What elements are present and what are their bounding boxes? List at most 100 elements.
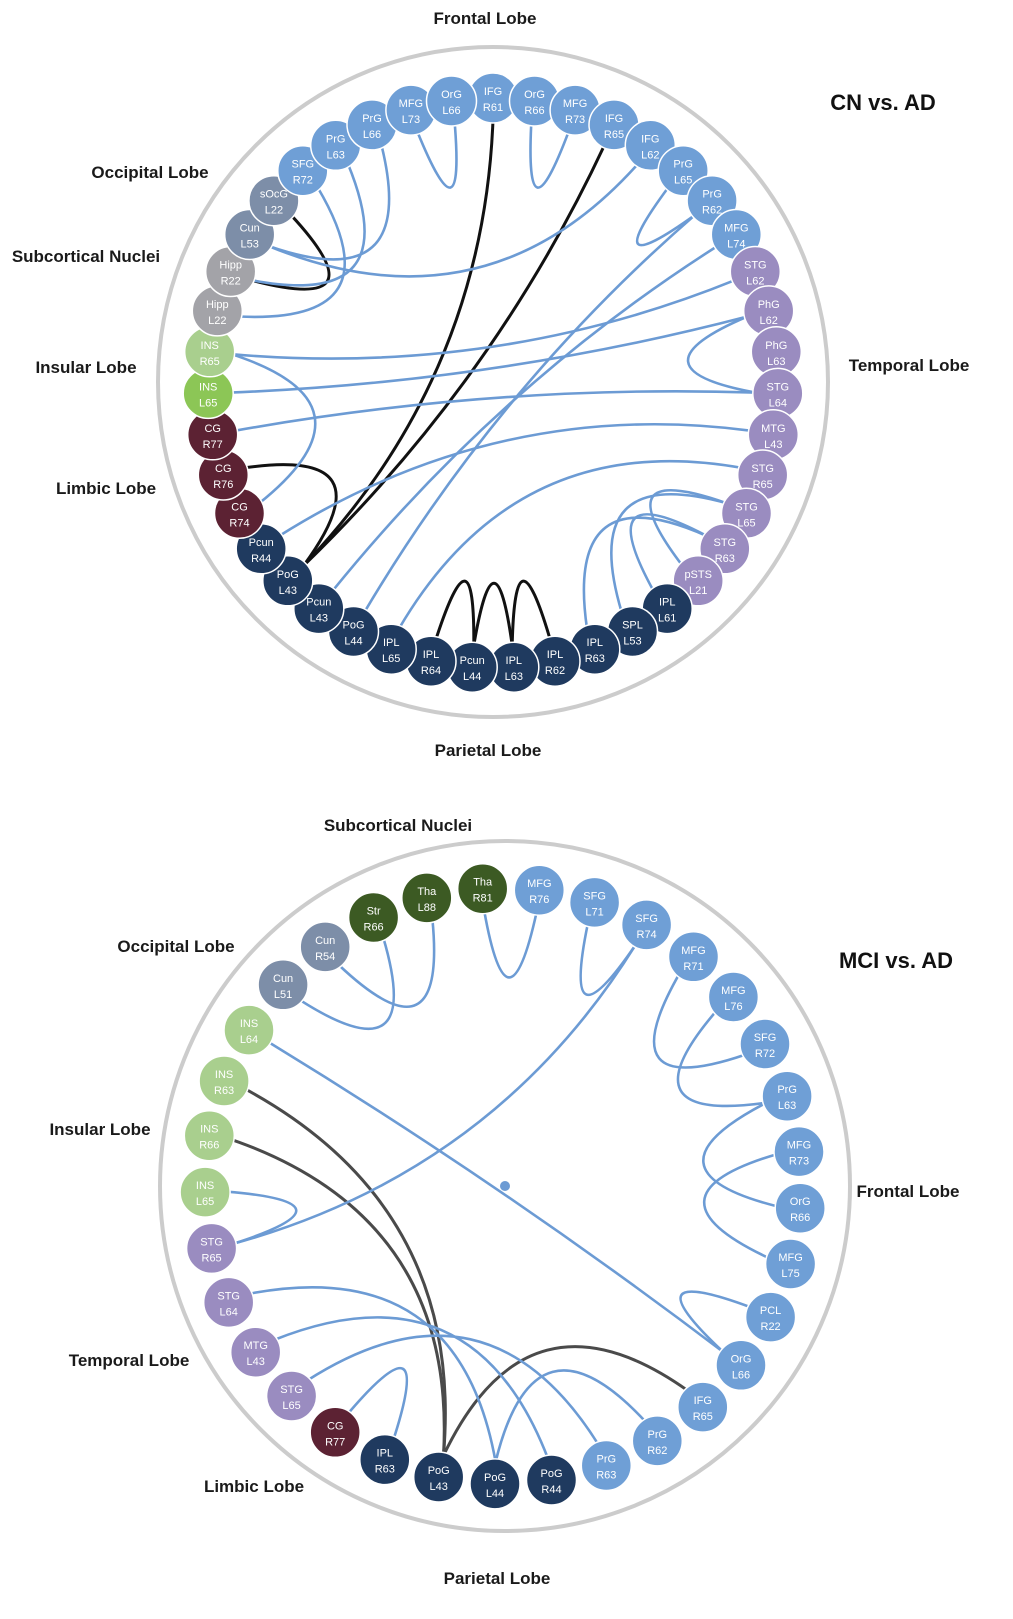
region-code: L65 — [382, 653, 400, 665]
region-name: IPL — [383, 637, 400, 649]
region-code: R44 — [541, 1484, 561, 1496]
connection-edge — [226, 1190, 298, 1246]
connection-edge — [582, 516, 708, 629]
connection-edge — [302, 144, 606, 567]
lobe-label-limbic: Limbic Lobe — [56, 479, 156, 498]
region-code: L63 — [778, 1100, 796, 1112]
region-name: MFG — [681, 945, 705, 957]
region-code: R71 — [683, 961, 703, 973]
region-code: L76 — [724, 1001, 742, 1013]
region-name: MFG — [721, 985, 745, 997]
region-node-circle — [631, 1415, 684, 1467]
lobe-label-temporal: Temporal Lobe — [69, 1351, 190, 1370]
region-name: PrG — [326, 133, 346, 145]
region-node-circle — [183, 1109, 236, 1162]
region-name: PrG — [362, 113, 382, 125]
region-name: Tha — [473, 877, 493, 889]
region-node-circle — [677, 1381, 729, 1433]
region-name: SFG — [583, 890, 606, 902]
panel-title: MCI vs. AD — [839, 948, 953, 973]
connection-edge — [686, 315, 757, 394]
panel-cn-vs-ad: CN vs. AD Frontal Lobe Occipital Lobe Su… — [12, 9, 969, 760]
region-name: PoG — [342, 620, 364, 632]
center-hub-dot — [500, 1181, 510, 1191]
connection-edge — [702, 1101, 779, 1208]
region-name: SFG — [635, 913, 658, 925]
connection-edge — [278, 423, 752, 538]
lobe-label-parietal: Parietal Lobe — [444, 1569, 551, 1588]
region-name: IPL — [423, 649, 440, 661]
region-code: R81 — [473, 893, 493, 905]
region-node-circle — [257, 959, 309, 1011]
region-name: STG — [751, 463, 774, 475]
connection-edge — [238, 186, 346, 319]
region-node: SFG R74 — [620, 899, 673, 951]
connection-edge — [230, 1137, 446, 1456]
region-code: L64 — [220, 1306, 238, 1318]
region-name: IFG — [605, 113, 623, 125]
region-node-circle — [309, 1406, 361, 1459]
region-name: IFG — [484, 86, 502, 98]
region-name: sOcG — [260, 189, 288, 201]
region-name: MTG — [243, 1340, 267, 1352]
region-name: STG — [217, 1290, 240, 1302]
region-code: R77 — [203, 439, 223, 451]
region-name: Tha — [417, 886, 437, 898]
region-name: INS — [201, 340, 219, 352]
connection-edge — [494, 1369, 647, 1463]
connection-edge — [397, 460, 743, 630]
region-code: R74 — [637, 929, 657, 941]
region-name: PoG — [484, 1472, 506, 1484]
region-code: R65 — [753, 479, 773, 491]
region-node-circle — [425, 75, 478, 127]
region-code: R73 — [789, 1156, 809, 1168]
region-name: IFG — [694, 1395, 712, 1407]
region-node-circle — [761, 1070, 813, 1122]
region-name: Cun — [240, 223, 260, 235]
region-name: Cun — [315, 935, 335, 947]
region-node-circle — [715, 1339, 767, 1392]
region-code: L44 — [344, 636, 362, 648]
region-name: STG — [766, 381, 789, 393]
region-name: IPL — [659, 597, 676, 609]
region-code: R72 — [293, 175, 313, 187]
region-code: R63 — [596, 1470, 616, 1482]
region-name: INS — [196, 1180, 214, 1192]
region-code: L65 — [196, 1196, 214, 1208]
region-code: R66 — [790, 1212, 810, 1224]
region-name: PrG — [648, 1429, 668, 1441]
region-name: Cun — [273, 973, 293, 985]
connection-edge — [273, 1316, 550, 1459]
region-name: INS — [199, 381, 217, 393]
region-code: R54 — [315, 951, 335, 963]
connection-edge — [337, 919, 436, 1008]
connection-edge — [472, 581, 514, 646]
region-code: R72 — [755, 1048, 775, 1060]
connection-edge — [268, 144, 391, 261]
region-name: STG — [200, 1236, 223, 1248]
region-name: MFG — [724, 223, 748, 235]
region-name: MFG — [563, 98, 587, 110]
region-name: Pcun — [306, 597, 331, 609]
region-code: L53 — [241, 239, 259, 251]
connection-edge — [231, 352, 317, 505]
region-name: OrG — [790, 1196, 811, 1208]
